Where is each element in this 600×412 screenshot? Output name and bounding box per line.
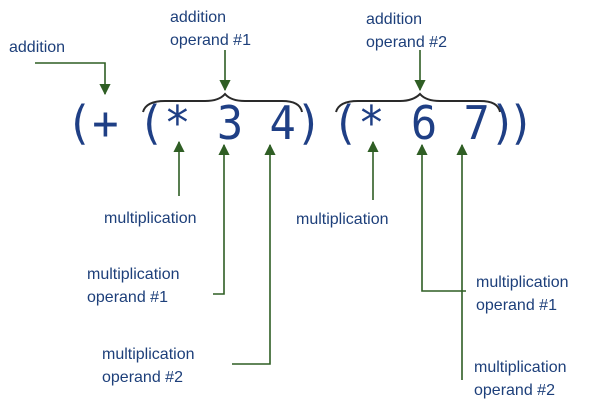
mult-operand-2-right-label: multiplication operand #2 <box>474 359 567 399</box>
mult-operand-1-left-label: multiplication operand #1 <box>87 266 180 306</box>
mult-operand-1-right-label: multiplication operand #1 <box>476 274 569 314</box>
addition-operand-2-label: addition operand #2 <box>366 11 447 51</box>
outer-close-paren: ) <box>508 96 535 150</box>
multiplication-group-2: (* 6 7) <box>332 96 517 150</box>
multiplication-2-label: multiplication <box>296 211 389 228</box>
operand-1-brace <box>142 92 303 113</box>
multiplication-1-label: multiplication <box>104 210 197 227</box>
mult-operand-1-right-arrow <box>416 143 466 292</box>
mult-operand-2-left-arrow <box>232 143 276 365</box>
outer-open-paren-plus: (+ <box>66 96 119 150</box>
mult-operand-2-left-label: multiplication operand #2 <box>102 346 195 386</box>
addition-arrow <box>35 62 111 96</box>
operand-2-brace <box>335 92 501 113</box>
addition-operand-1-label: addition operand #1 <box>170 9 251 49</box>
multiplication-group-1: (* 3 4) <box>138 96 323 150</box>
mult-operand-1-left-arrow <box>213 143 230 295</box>
addition-label: addition <box>9 39 66 56</box>
